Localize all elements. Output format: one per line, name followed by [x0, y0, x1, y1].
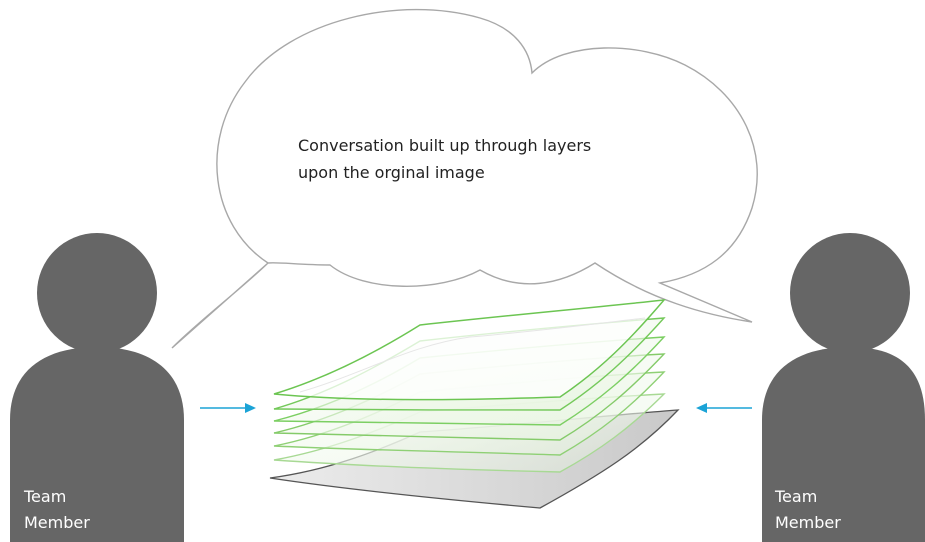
conversation-layers [273, 299, 666, 473]
left-person-label-line-2: Member [24, 513, 90, 532]
right-person-body [762, 347, 925, 542]
speech-bubble-text-line-2: upon the orginal image [298, 163, 485, 182]
speech-bubble-text-line-1: Conversation built up through layers [298, 136, 591, 155]
left-person-head [37, 233, 157, 353]
conversation-layer-inner-shade [299, 317, 646, 393]
speech-bubble: Conversation built up through layers upo… [171, 8, 758, 349]
speech-bubble-outline [171, 8, 758, 349]
right-arrow [696, 403, 752, 413]
right-team-member: Team Member [762, 233, 925, 542]
left-arrow [200, 403, 256, 413]
right-person-label-line-2: Member [775, 513, 841, 532]
right-person-head [790, 233, 910, 353]
left-person-body [10, 347, 184, 542]
left-person-label-line-1: Team [23, 487, 66, 506]
left-team-member: Team Member [10, 233, 184, 542]
right-person-label-line-1: Team [774, 487, 817, 506]
conversation-layer [273, 299, 666, 401]
